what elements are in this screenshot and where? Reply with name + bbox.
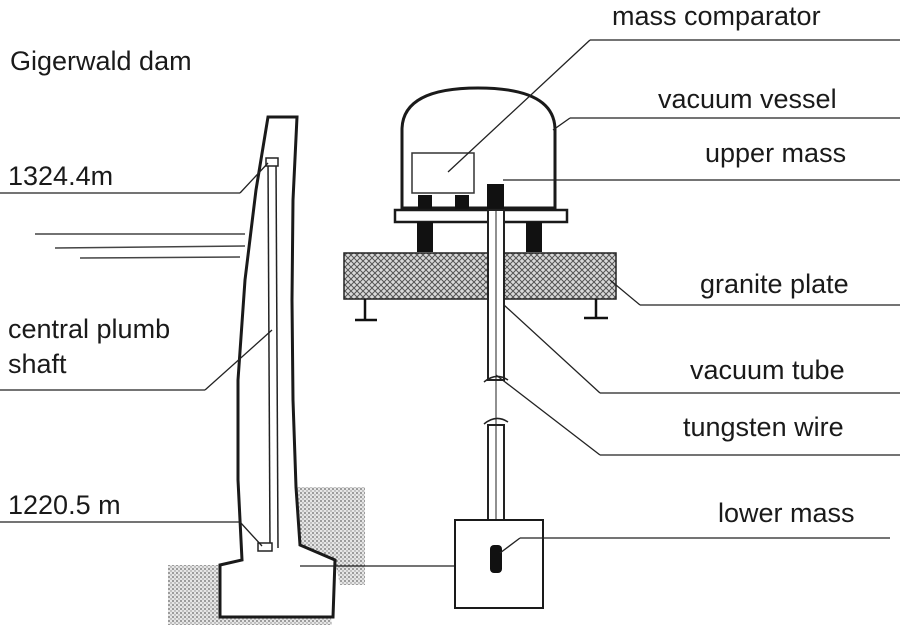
shaft-label-line1: central plumb <box>8 314 171 344</box>
base-plate <box>393 208 569 224</box>
tungsten-wire-label: tungsten wire <box>683 412 844 442</box>
mass-comparator-label: mass comparator <box>612 1 821 31</box>
vacuum-tube-label: vacuum tube <box>690 355 845 385</box>
ground-fill <box>168 487 365 625</box>
vessel-posts <box>418 184 504 211</box>
lower-mass <box>490 545 502 573</box>
upper-mass-label: upper mass <box>705 138 847 168</box>
elevation-top-label: 1324.4m <box>8 161 114 191</box>
reservoir-water <box>35 233 246 259</box>
vacuum-vessel-label: vacuum vessel <box>658 84 837 114</box>
shaft-label-line2: shaft <box>8 349 67 379</box>
left-leaders <box>0 162 273 547</box>
dam-title: Gigerwald dam <box>10 46 192 76</box>
elevation-bottom-label: 1220.5 m <box>8 490 121 520</box>
right-leaders <box>447 39 900 554</box>
granite-feet <box>355 299 608 322</box>
plumb-shaft <box>257 157 279 552</box>
mass-comparator-box <box>411 152 475 194</box>
lower-mass-label: lower mass <box>718 498 855 528</box>
base-legs <box>417 222 542 252</box>
granite-plate-label: granite plate <box>700 269 849 299</box>
granite-plate <box>343 252 617 300</box>
